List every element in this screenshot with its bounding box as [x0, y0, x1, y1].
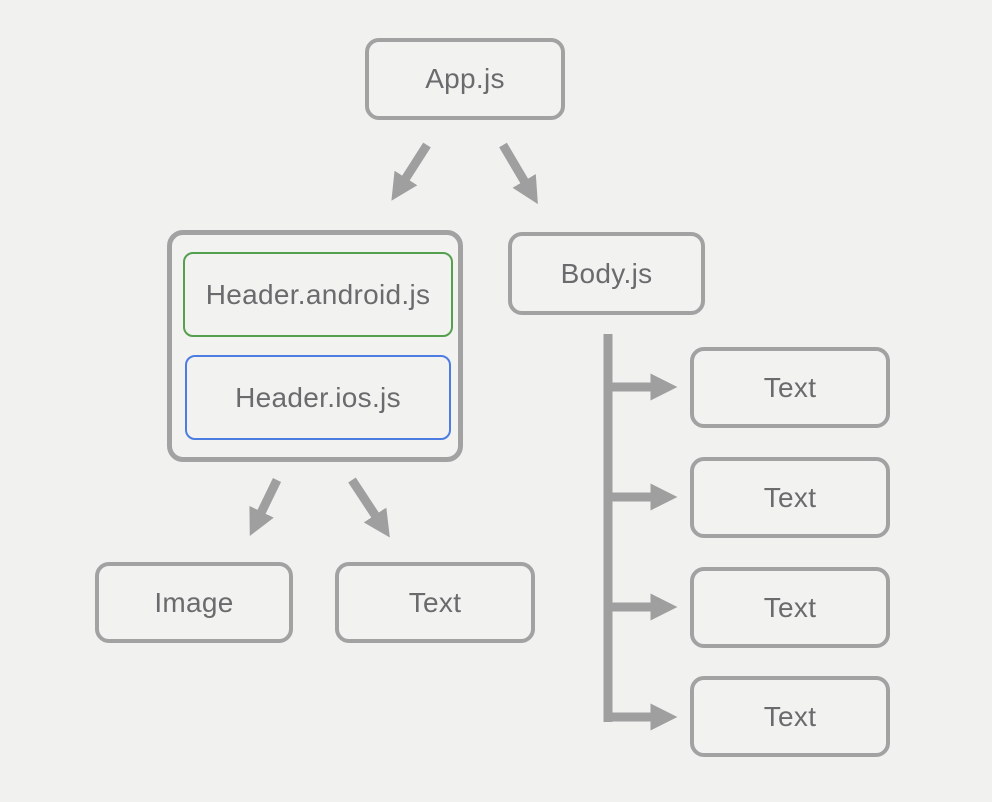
node-body-child-text-3-label: Text — [763, 591, 817, 623]
arrow-app-to-header-group — [391, 142, 431, 201]
node-header-android-js: Header.android.js — [183, 252, 453, 337]
node-body-child-text-4: Text — [690, 676, 890, 757]
node-app-js-label: App.js — [425, 63, 505, 94]
node-body-child-text-4-label: Text — [763, 700, 817, 732]
node-header-android-js-label: Header.android.js — [205, 278, 431, 310]
node-body-child-text-2-label: Text — [763, 481, 817, 513]
node-image-label: Image — [154, 586, 234, 618]
arrow-app-to-body — [499, 142, 538, 205]
node-text-label: Text — [408, 586, 462, 618]
node-header-ios-js-label: Header.ios.js — [235, 381, 401, 413]
node-image: Image — [95, 562, 293, 643]
node-body-child-text-2: Text — [690, 457, 890, 538]
node-body-child-text-3: Text — [690, 567, 890, 648]
node-app-js: App.js — [365, 38, 565, 120]
arrow-header-group-to-text — [348, 477, 390, 538]
arrow-header-group-to-image — [249, 478, 282, 537]
node-text: Text — [335, 562, 535, 643]
node-body-child-text-1-label: Text — [763, 371, 817, 403]
node-header-group: Header.android.js Header.ios.js — [167, 230, 463, 462]
node-body-js-label: Body.js — [560, 257, 653, 289]
node-body-child-text-1: Text — [690, 347, 890, 428]
node-body-js: Body.js — [508, 232, 705, 315]
node-header-ios-js: Header.ios.js — [185, 355, 451, 440]
